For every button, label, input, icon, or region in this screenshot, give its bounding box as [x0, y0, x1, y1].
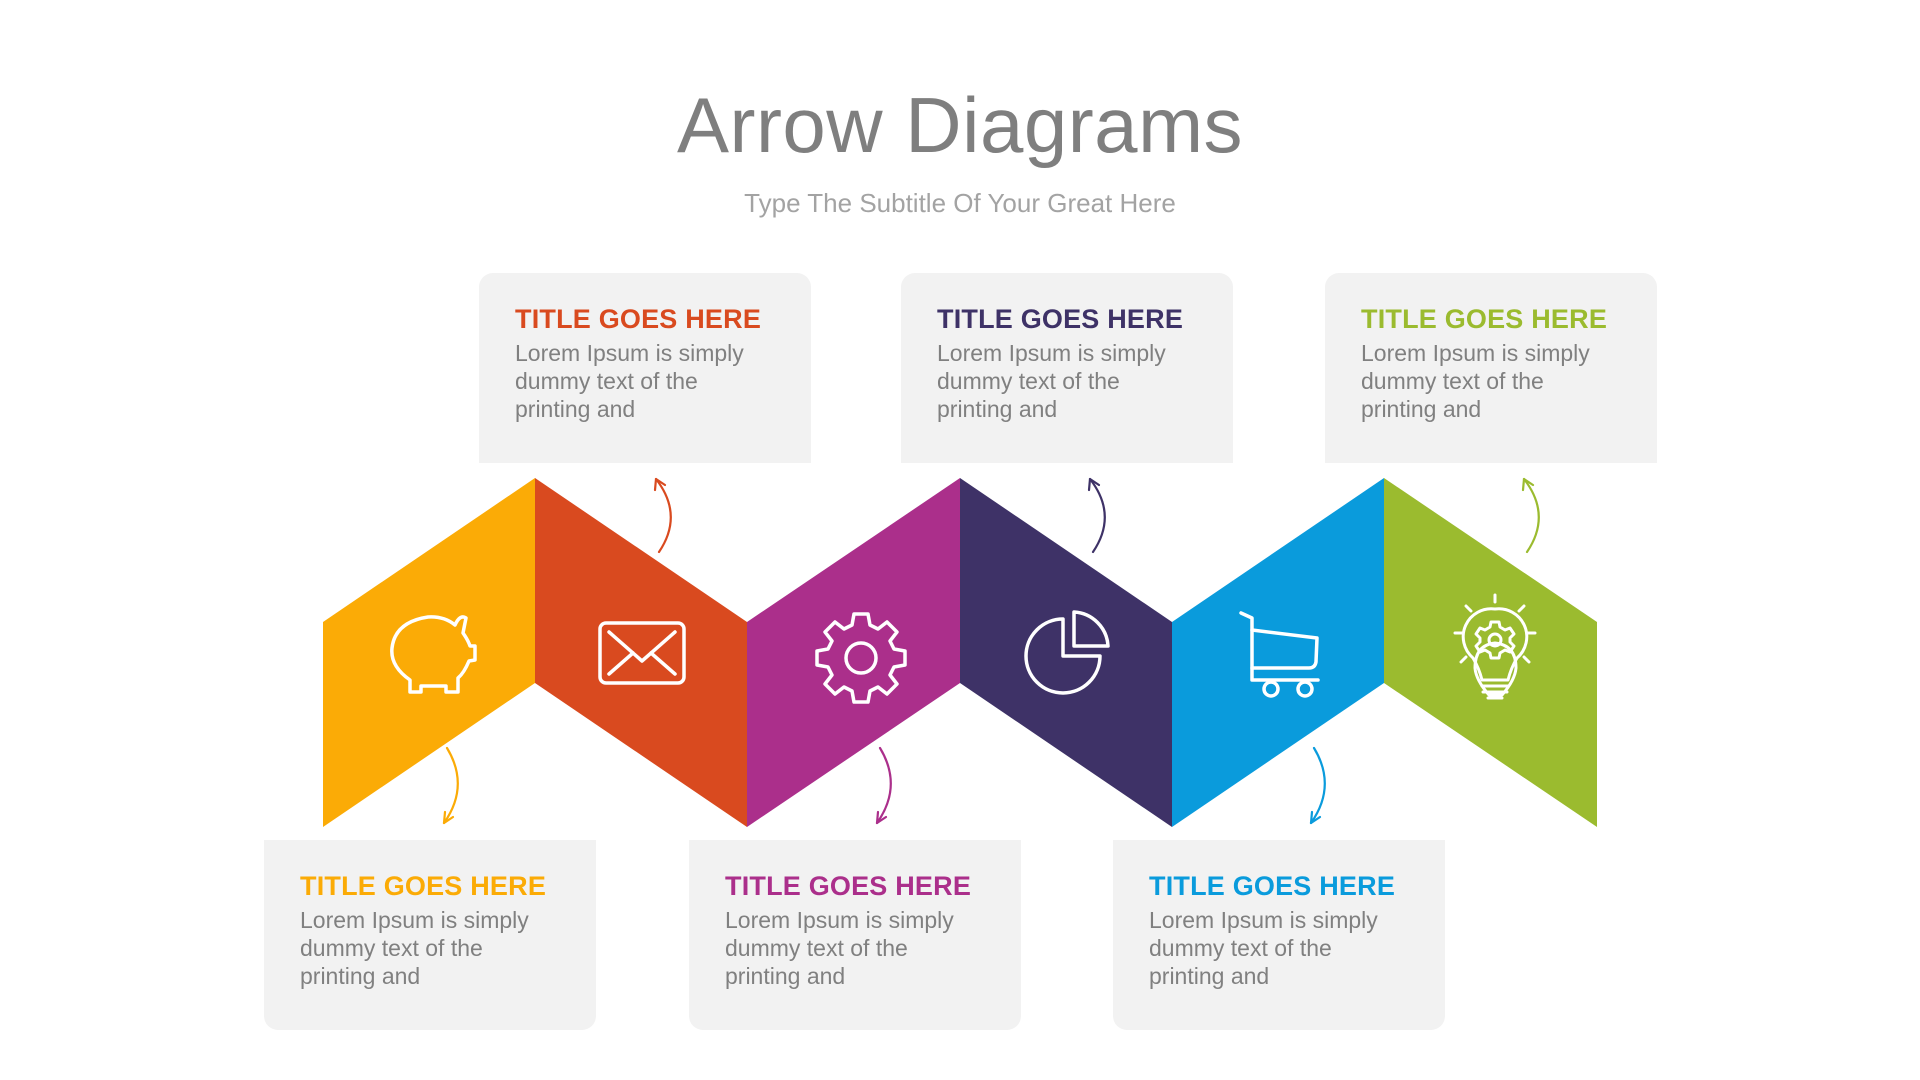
lightbulb-gear-icon	[1453, 593, 1537, 700]
step-4-body: Lorem Ipsum is simply dummy text of the …	[937, 340, 1166, 422]
step-2-title: TITLE GOES HERE	[515, 304, 762, 334]
panel-step-1	[323, 478, 535, 827]
page-subtitle: Type The Subtitle Of Your Great Here	[744, 188, 1176, 218]
step-card-5: TITLE GOES HERE Lorem Ipsum is simply du…	[1113, 840, 1445, 1030]
step-6-body: Lorem Ipsum is simply dummy text of the …	[1361, 340, 1590, 422]
curved-arrow-step-2	[653, 477, 672, 554]
curved-arrow-step-5	[1309, 746, 1326, 825]
panel-step-4	[960, 478, 1172, 827]
gear-icon	[815, 612, 907, 704]
step-4-title: TITLE GOES HERE	[937, 304, 1184, 334]
curved-arrow-step-1	[442, 746, 459, 825]
step-card-1: TITLE GOES HERE Lorem Ipsum is simply du…	[264, 840, 596, 1030]
curved-arrow-step-4	[1087, 477, 1106, 554]
pie-chart-icon	[1024, 610, 1110, 695]
step-6-title: TITLE GOES HERE	[1361, 304, 1608, 334]
step-card-4: TITLE GOES HERE Lorem Ipsum is simply du…	[901, 273, 1233, 463]
panel-step-5	[1172, 478, 1384, 827]
piggy-bank-icon	[390, 615, 477, 694]
step-1-body: Lorem Ipsum is simply dummy text of the …	[300, 907, 529, 989]
step-3-title: TITLE GOES HERE	[725, 871, 972, 901]
panel-step-2	[535, 478, 747, 827]
step-card-6: TITLE GOES HERE Lorem Ipsum is simply du…	[1325, 273, 1657, 463]
page-title: Arrow Diagrams	[676, 81, 1244, 169]
curved-arrow-step-3	[875, 746, 892, 825]
step-5-title: TITLE GOES HERE	[1149, 871, 1396, 901]
step-card-2: TITLE GOES HERE Lorem Ipsum is simply du…	[479, 273, 811, 463]
step-1-title: TITLE GOES HERE	[300, 871, 547, 901]
step-5-body: Lorem Ipsum is simply dummy text of the …	[1149, 907, 1378, 989]
curved-arrow-step-6	[1521, 477, 1540, 554]
step-2-body: Lorem Ipsum is simply dummy text of the …	[515, 340, 744, 422]
panel-step-3	[747, 478, 960, 827]
shopping-cart-icon	[1239, 611, 1320, 698]
step-card-3: TITLE GOES HERE Lorem Ipsum is simply du…	[689, 840, 1021, 1030]
envelope-icon	[598, 621, 686, 685]
step-3-body: Lorem Ipsum is simply dummy text of the …	[725, 907, 954, 989]
